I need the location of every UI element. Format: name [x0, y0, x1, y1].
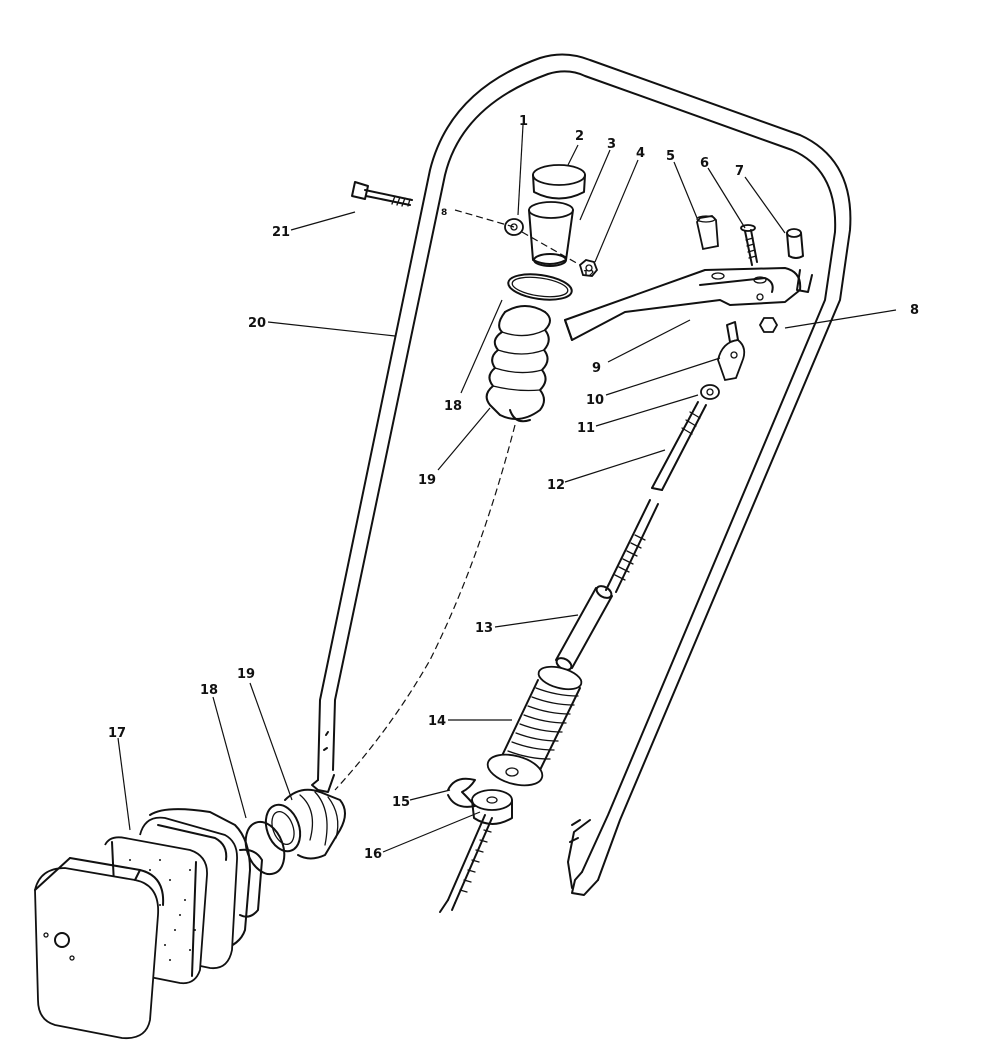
label-part-18-upper: 18 — [444, 399, 462, 414]
boot-part-19-upper — [485, 305, 551, 423]
label-part-11: 11 — [577, 421, 595, 436]
label-part-21: 21 — [272, 225, 290, 240]
label-part-2: 2 — [575, 129, 584, 144]
sleeve-part-3 — [528, 201, 574, 267]
label-part-10: 10 — [586, 393, 604, 408]
bolt-part-5 — [696, 215, 719, 251]
label-part-8-small: 8 — [441, 208, 447, 218]
label-part-3: 3 — [607, 137, 616, 152]
label-part-16: 16 — [364, 847, 382, 862]
label-part-12: 12 — [547, 478, 565, 493]
lever-part-9 — [564, 267, 813, 341]
screw-part-6 — [740, 224, 758, 266]
nut-part-11 — [700, 384, 720, 400]
tube-part-13 — [555, 585, 613, 671]
part-labels: 1 2 3 4 5 6 7 8 12 8 9 10 11 12 13 14 15… — [108, 114, 919, 862]
label-part-15: 15 — [392, 795, 410, 810]
clip-part-15 — [447, 777, 476, 808]
label-part-14: 14 — [428, 714, 446, 729]
label-part-17: 17 — [108, 726, 126, 741]
knob-part-16 — [439, 789, 513, 913]
grip-part-14 — [486, 665, 583, 787]
bolt-part-21 — [351, 181, 413, 207]
label-part-6: 6 — [700, 156, 709, 171]
handle-tube — [311, 53, 852, 896]
spacer-part-7 — [786, 228, 804, 259]
washer-part-1 — [504, 218, 524, 236]
label-part-19-upper: 19 — [418, 473, 436, 488]
leader-lines — [117, 124, 897, 853]
label-part-1: 1 — [519, 114, 528, 129]
boot-part-19-lower — [264, 788, 346, 860]
housing-part-17 — [34, 808, 263, 1040]
label-part-9: 9 — [592, 361, 601, 376]
label-part-12-small: 12 — [583, 269, 594, 278]
swivel-part-10 — [717, 321, 746, 382]
label-part-19-lower: 19 — [237, 667, 255, 682]
nut-part-8 — [758, 317, 779, 333]
label-part-7: 7 — [735, 164, 744, 179]
label-part-20: 20 — [248, 316, 266, 331]
label-part-18-lower: 18 — [200, 683, 218, 698]
ring-part-18-upper — [507, 273, 573, 301]
label-part-13: 13 — [475, 621, 493, 636]
label-part-4: 4 — [636, 146, 645, 161]
rod-part-12 — [605, 401, 707, 593]
label-part-8: 8 — [910, 303, 919, 318]
cap-part-2 — [532, 164, 586, 200]
label-part-5: 5 — [666, 149, 675, 164]
nut-part-4 — [578, 259, 599, 277]
